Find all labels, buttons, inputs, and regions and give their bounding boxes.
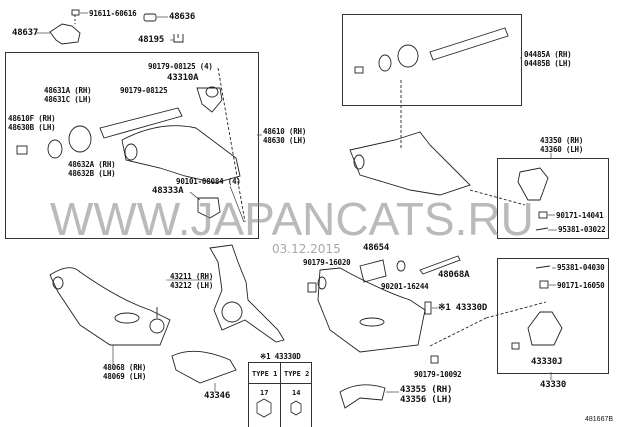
part-label[interactable]: 48654 <box>363 243 390 253</box>
part-label[interactable]: 95381-04030 <box>557 263 605 272</box>
part-label[interactable]: 48610 (RH) <box>263 127 307 136</box>
type-table-divider <box>280 363 281 427</box>
part-label[interactable]: 48068 (RH) <box>103 363 147 372</box>
part-label[interactable]: 48637 <box>12 28 39 38</box>
part-label[interactable]: 90101-08084 (4) <box>176 177 241 186</box>
part-label[interactable]: 04485A (RH) <box>524 50 572 59</box>
part-label[interactable]: 04485B (LH) <box>524 59 572 68</box>
ball-joint-43350 <box>517 167 549 231</box>
part-label[interactable]: 43350 (RH) <box>540 136 584 145</box>
part-label[interactable]: 48632B (LH) <box>68 169 116 178</box>
part-label[interactable]: 90171-16050 <box>557 281 605 290</box>
type-header: TYPE 2 <box>284 370 310 378</box>
stopper-43346 <box>171 350 237 384</box>
bushing-kit-box <box>342 14 522 106</box>
bracket-48637 <box>49 23 81 45</box>
bushing-kit-04485 <box>354 27 509 148</box>
clip-48195 <box>173 34 184 43</box>
part-label[interactable]: 48631A (RH) <box>44 86 92 95</box>
watermark-date: 03.12.2015 <box>272 242 341 256</box>
part-label[interactable]: 91611-60616 <box>89 9 137 18</box>
upper-ball-joint-box <box>497 158 609 239</box>
part-label[interactable]: 90179-10092 <box>414 370 462 379</box>
leader-lines <box>36 12 557 393</box>
part-label[interactable]: 48333A <box>152 186 184 196</box>
wrench-size: 14 <box>292 389 301 397</box>
bolt-91611 <box>71 9 80 24</box>
part-label[interactable]: 90179-08125 (4) <box>148 62 213 71</box>
part-label[interactable]: 48631C (LH) <box>44 95 92 104</box>
part-label[interactable]: 43330J <box>531 357 563 367</box>
lower-arm-right <box>307 255 547 409</box>
part-label[interactable]: ※1 43330D <box>438 303 488 313</box>
part-label[interactable]: 43346 <box>204 391 231 401</box>
part-label[interactable]: 43355 (RH) <box>400 385 453 395</box>
upper-arm-assembly-box <box>5 52 259 239</box>
part-label[interactable]: 43310A <box>167 73 199 83</box>
part-label[interactable]: 48630B (LH) <box>8 123 56 132</box>
part-label[interactable]: ※1 43330D <box>260 352 301 361</box>
steering-knuckle-43211 <box>209 244 285 343</box>
part-label[interactable]: 48068A <box>438 270 470 280</box>
bolt-48636 <box>143 13 157 22</box>
lower-arm-48068 <box>49 267 171 346</box>
figure-code: 481667B <box>585 416 614 423</box>
part-label[interactable]: 48195 <box>138 35 165 45</box>
part-label[interactable]: 48069 (LH) <box>103 372 147 381</box>
upper-arm-right <box>349 131 526 206</box>
part-label[interactable]: 90179-16020 <box>303 258 351 267</box>
part-label[interactable]: 95381-03022 <box>558 225 606 234</box>
hex-nut-icon <box>256 398 302 418</box>
part-label[interactable]: 90171-14041 <box>556 211 604 220</box>
part-label[interactable]: 90201-16244 <box>381 282 429 291</box>
type-table-divider <box>249 383 311 384</box>
part-label[interactable]: 48632A (RH) <box>68 160 116 169</box>
part-label[interactable]: 43360 (LH) <box>540 145 584 154</box>
part-label[interactable]: 48636 <box>169 12 196 22</box>
lower-ball-joint-box <box>497 258 609 374</box>
part-label[interactable]: 43212 (LH) <box>170 281 214 290</box>
part-label[interactable]: 48610F (RH) <box>8 114 56 123</box>
watermark: WWW.JAPANCATS.RU <box>50 193 534 245</box>
part-label[interactable]: 43356 (LH) <box>400 395 453 405</box>
type-table: TYPE 1 TYPE 2 17 14 <box>248 362 312 427</box>
upper-arm-48610 <box>16 67 246 223</box>
ball-joint-43330 <box>511 265 563 350</box>
part-label[interactable]: 48630 (LH) <box>263 136 307 145</box>
wrench-size: 17 <box>260 389 269 397</box>
part-label[interactable]: 43211 (RH) <box>170 272 214 281</box>
part-label[interactable]: 43330 <box>540 380 567 390</box>
type-header: TYPE 1 <box>252 370 278 378</box>
part-label[interactable]: 90179-08125 <box>120 86 168 95</box>
